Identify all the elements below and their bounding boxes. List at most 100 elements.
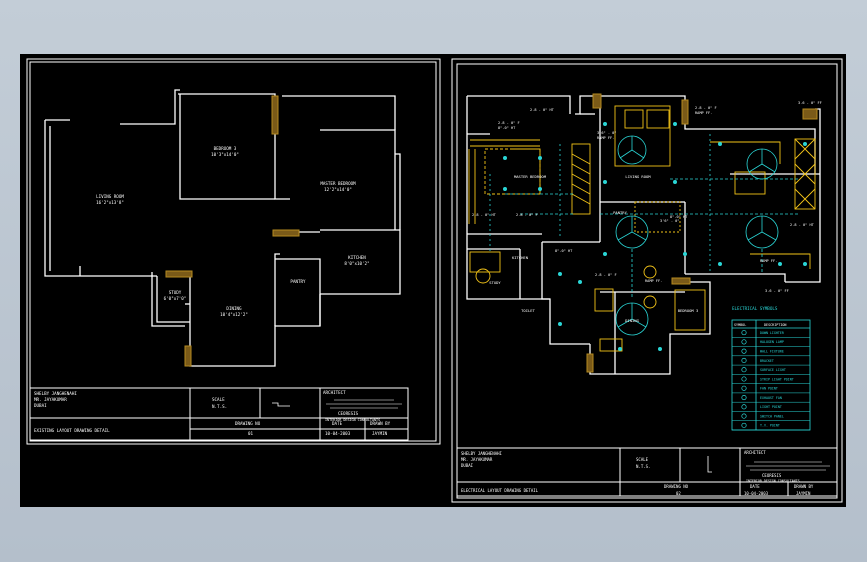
sheet-2-date: 10-04-2003 — [744, 491, 769, 496]
fan-point-icon — [615, 302, 649, 336]
callout: RAMP FF. — [760, 259, 777, 263]
legend-item-label: SWITCH PANEL — [760, 414, 784, 418]
sheet-1-client: MR. JAYAKUMAR — [34, 397, 67, 402]
electrical-legend: ELECTRICAL SYMBOLS SYMBOL DESCRIPTION DO… — [731, 306, 811, 431]
legend-item-label: SURFACE LIGHT — [760, 368, 786, 372]
legend-symbol-icon — [741, 357, 747, 364]
legend-title: ELECTRICAL SYMBOLS — [732, 306, 778, 311]
sheet-2-scale-value: N.T.S. — [636, 464, 650, 469]
callout: 2.8 - 0" F — [516, 213, 538, 217]
sheet-2-city: DUBAI — [461, 463, 474, 468]
sheet-1-project: SHELBY JANGHENAHI — [34, 391, 77, 396]
fan-point-icon — [745, 215, 779, 249]
sheet-2-drawing-no-label: DRAWING NO — [664, 484, 689, 489]
sheet-1-drawn-by-label: DRAWN BY — [370, 421, 391, 426]
legend-item-label: BRACKET — [760, 359, 774, 363]
cad-model-space[interactable]: BEDROOM 3 10'3"x14'0" LIVING ROOM 16'2"x… — [20, 54, 846, 507]
callout: RAMP FF. — [645, 279, 662, 283]
sheet-1-scale-value: N.T.S. — [212, 404, 227, 409]
room-label-master: MASTER BEDROOM — [514, 174, 547, 179]
sheet-2-firm: CEORESIS — [762, 473, 782, 478]
callout: 3'6" - 0" — [597, 131, 616, 135]
room-label-master: MASTER BEDROOM — [320, 181, 356, 186]
legend-symbol-icon — [741, 376, 747, 382]
callout: 2.8 - 0" HT — [472, 213, 497, 217]
sheet-1-drawn-by: JAYMIN — [372, 431, 388, 436]
sheet-2-columns — [586, 93, 818, 373]
callout: 3.6 - 0" FF — [798, 101, 822, 105]
sheet-2-drawn-by: JAYMIN — [796, 491, 811, 496]
legend-symbol-icon — [741, 385, 747, 391]
room-size-master: 12'2"x14'0" — [324, 187, 352, 192]
sheet-1-firm: CEORESIS — [338, 411, 359, 416]
legend-symbol-icon — [741, 422, 747, 428]
legend-symbol-icon — [741, 330, 747, 336]
room-label-pantry: PANTRY — [613, 210, 627, 215]
sheet-1-firm-sub: INTERIOR DESIGN CONSULTANTS — [325, 418, 380, 422]
sheet-1-architect-label: ARCHITECT — [323, 390, 346, 395]
legend-item-label: T.V. POINT — [760, 424, 780, 428]
callout: 2.8 - 0" F — [695, 106, 717, 110]
sheet-1-title-block — [29, 387, 409, 441]
sheet-2-drawing-no: 02 — [676, 491, 681, 496]
sheet-1-city: DUBAI — [34, 403, 47, 408]
sheet-1-inner-border — [29, 61, 437, 442]
room-label-living: LIVING ROOM — [625, 174, 651, 179]
legend-symbol-icon — [741, 394, 747, 401]
sheet-2: 2.8 - 0" F 8"-0" HT 2.8 - 0" HT 3'6" - 0… — [451, 58, 843, 503]
sheet-2-date-label: DATE — [750, 484, 760, 489]
room-label-pantry: PANTRY — [290, 279, 306, 284]
room-size-bedroom: 10'3"x14'0" — [211, 152, 239, 157]
sheet-1-drawing-no-label: DRAWING NO — [235, 421, 261, 426]
sheet-1-drawing-no: 01 — [248, 431, 254, 436]
sheet-1: BEDROOM 3 10'3"x14'0" LIVING ROOM 16'2"x… — [26, 58, 441, 445]
legend-item-label: STRIP LIGHT POINT — [760, 377, 794, 381]
legend-symbol-icon — [741, 367, 747, 373]
callout: RAMP FF. — [597, 136, 614, 140]
sheet-2-architect-label: ARCHITECT — [744, 450, 766, 455]
callout: 8"-0" HT — [498, 126, 516, 130]
sheet-2-scale-label: SCALE — [636, 457, 649, 462]
sheet-2-client: MR. JAYAKUMAR — [461, 457, 493, 462]
callout: 8"-0" HT — [555, 249, 573, 253]
callout: 2.8 - 0" F — [595, 273, 617, 277]
sheet-1-border — [26, 58, 441, 445]
sheet-2-drawn-by-label: DRAWN BY — [794, 484, 814, 489]
room-label-kitchen: KITCHEN — [512, 255, 529, 260]
room-label-kitchen: KITCHEN — [348, 255, 366, 260]
sheet-1-date: 10-04-2003 — [325, 431, 351, 436]
room-label-bedroom: BEDROOM 3 — [678, 308, 699, 313]
sheet-2-project: SHELBY JANGHENAHI — [461, 451, 503, 456]
sheet-2-title-block — [456, 447, 838, 497]
room-label-study: STUDY — [169, 290, 182, 295]
sheet-1-columns — [165, 95, 300, 367]
legend-col-symbol: SYMBOL — [734, 323, 746, 327]
room-size-kitchen: 8'0"x10'2" — [344, 261, 369, 266]
legend-symbol-icon — [741, 404, 747, 410]
callout: 8"-0" HT — [670, 215, 688, 219]
sheet-2-firm-sub: INTERIOR DESIGN CONSULTANTS — [746, 479, 800, 483]
legend-item-label: HALOGEN LAMP — [760, 340, 784, 344]
sheet-2-electrical — [489, 122, 807, 351]
callout: RAMP FF. — [695, 111, 712, 115]
legend-symbol-icon — [741, 339, 747, 345]
sheet-1-walls — [44, 89, 401, 367]
legend-symbol-icon — [741, 348, 747, 354]
legend-item-label: EXHAUST FAN — [760, 396, 782, 400]
legend-col-desc: DESCRIPTION — [764, 323, 786, 327]
room-size-living: 16'2"x13'8" — [96, 200, 124, 205]
room-size-dining: 10'4"x12'2" — [220, 312, 248, 317]
sheet-2-sheet-title: ELECTRICAL LAYOUT DRAWING DETAIL — [461, 488, 539, 493]
drawing-svg: BEDROOM 3 10'3"x14'0" LIVING ROOM 16'2"x… — [26, 58, 843, 503]
sheet-1-scale-label: SCALE — [212, 397, 225, 402]
fan-point-icon — [615, 215, 649, 249]
room-label-dining: DINING — [226, 306, 242, 311]
room-label-bedroom: BEDROOM 3 — [214, 146, 237, 151]
legend-item-label: LIGHT POINT — [760, 405, 782, 409]
sheet-2-border — [451, 58, 843, 503]
legend-item-label: WALL FIXTURE — [760, 349, 784, 353]
sheet-1-date-label: DATE — [332, 421, 343, 426]
sheet-2-fixtures — [468, 105, 816, 352]
sheet-2-inner-border — [456, 63, 838, 499]
legend-item-label: FAN POINT — [760, 387, 778, 391]
